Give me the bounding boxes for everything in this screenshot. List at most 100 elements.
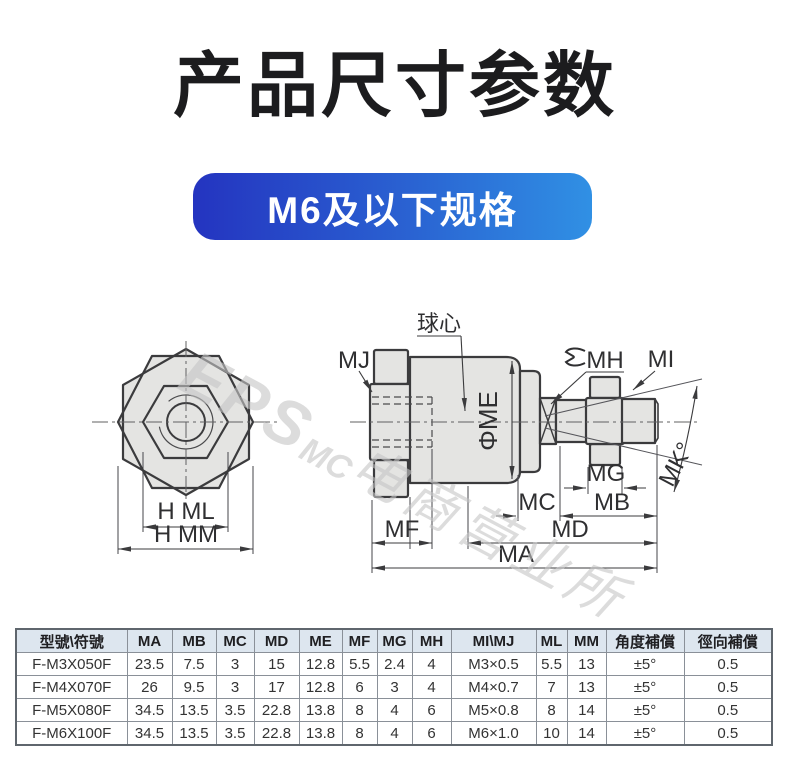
label-md: MD <box>551 516 588 543</box>
front-view: H ML H MM <box>92 341 281 554</box>
table-cell: 13.8 <box>298 698 343 722</box>
table-cell: 34.5 <box>126 698 173 722</box>
table-cell: 13.5 <box>171 698 217 722</box>
spec-banner-label: M6及以下规格 <box>267 189 518 231</box>
table-cell: 3.5 <box>215 721 255 746</box>
column-header: MH <box>411 628 452 653</box>
table-cell: ±5° <box>605 652 685 676</box>
table-cell: 3 <box>215 652 255 676</box>
label-mb: MB <box>594 489 630 516</box>
table-cell: 3 <box>376 675 413 699</box>
table-cell: 22.8 <box>253 698 300 722</box>
mj-nut-bottom <box>372 458 410 499</box>
table-cell: 7 <box>535 675 568 699</box>
table-cell: 4 <box>411 675 452 699</box>
table-cell: M3×0.5 <box>450 652 537 676</box>
table-cell: M5×0.8 <box>450 698 537 722</box>
column-header: MI\MJ <box>450 628 537 653</box>
table-cell: 13.8 <box>298 721 343 746</box>
table-cell: 6 <box>411 721 452 746</box>
column-header: ME <box>298 628 343 653</box>
thread-arc <box>158 394 214 450</box>
table-cell: 9.5 <box>171 675 217 699</box>
table-cell: 7.5 <box>171 652 217 676</box>
table-cell: 15 <box>253 652 300 676</box>
column-header: MA <box>126 628 173 653</box>
table-cell: ±5° <box>605 721 685 746</box>
table-cell: 13 <box>566 652 607 676</box>
page-title: 产品尺寸参数 <box>172 47 617 126</box>
table-cell: 13.5 <box>171 721 217 746</box>
table-cell: 3 <box>215 675 255 699</box>
dim-label-h-mm: H MM <box>154 521 218 548</box>
table-cell: 0.5 <box>683 675 773 699</box>
model-cell: F-M6X100F <box>15 721 128 746</box>
column-header: MM <box>566 628 607 653</box>
table-cell: 13 <box>566 675 607 699</box>
table-cell: 3.5 <box>215 698 255 722</box>
label-phi-me: ΦME <box>473 391 503 451</box>
table-cell: 23.5 <box>126 652 173 676</box>
table-cell: ±5° <box>605 698 685 722</box>
label-mh: MH <box>586 347 623 374</box>
table-cell: 8 <box>341 721 378 746</box>
model-cell: F-M5X080F <box>15 698 128 722</box>
column-header: MC <box>215 628 255 653</box>
table-cell: 12.8 <box>298 652 343 676</box>
wrench-flats-icon <box>564 347 586 367</box>
label-mf: MF <box>385 516 420 543</box>
table-cell: 2.4 <box>376 652 413 676</box>
side-view: 球心 MJ ΦME MH MI MK° MG MC MB MF MD MA <box>338 311 703 573</box>
column-header: MG <box>376 628 413 653</box>
side-labels: 球心 MJ ΦME MH MI MK° MG MC MB MF MD MA <box>338 311 699 568</box>
label-ma: MA <box>498 541 534 568</box>
table-cell: 8 <box>535 698 568 722</box>
table-cell: 4 <box>376 698 413 722</box>
side-extension-lines <box>371 445 658 573</box>
table-cell: 0.5 <box>683 652 773 676</box>
stud-shaft <box>554 398 590 444</box>
table-cell: 14 <box>566 721 607 746</box>
table-cell: 4 <box>411 652 452 676</box>
table-cell: 8 <box>341 698 378 722</box>
thread-section <box>620 397 657 445</box>
side-dimension-lines <box>372 361 698 571</box>
table-cell: M4×0.7 <box>450 675 537 699</box>
thread-end-chamfer <box>654 398 659 444</box>
mj-nut-top <box>372 348 410 386</box>
table-cell: 22.8 <box>253 721 300 746</box>
table-cell: 17 <box>253 675 300 699</box>
label-ball-center: 球心 <box>417 311 461 336</box>
body-step <box>518 369 542 474</box>
spec-banner: M6及以下规格 <box>193 173 592 240</box>
column-header: 型號\符號 <box>15 628 128 653</box>
table-cell: 26 <box>126 675 173 699</box>
column-header: MF <box>341 628 378 653</box>
main-body <box>408 355 522 485</box>
table-cell: 34.5 <box>126 721 173 746</box>
table-cell: 6 <box>341 675 378 699</box>
mi-nut-top <box>588 375 622 400</box>
table-cell: 0.5 <box>683 721 773 746</box>
table-cell: M6×1.0 <box>450 721 537 746</box>
table-cell: 12.8 <box>298 675 343 699</box>
table-cell: 6 <box>411 698 452 722</box>
column-header: MB <box>171 628 217 653</box>
collar-cross <box>539 397 557 445</box>
front-dimension-lines <box>118 524 253 552</box>
dim-label-h-ml: H ML <box>157 498 214 525</box>
front-center-lines <box>92 341 281 503</box>
label-mc: MC <box>518 489 555 516</box>
label-mg: MG <box>587 460 626 487</box>
column-header: 徑向補償 <box>683 628 773 653</box>
column-header: MD <box>253 628 300 653</box>
